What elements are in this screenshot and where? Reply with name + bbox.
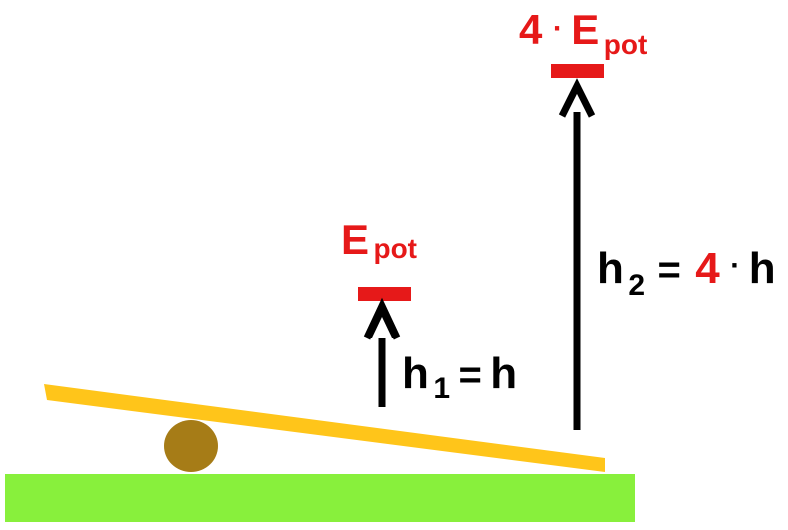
- height-value: h: [490, 349, 517, 398]
- energy-symbol: E: [571, 6, 599, 53]
- ground: [5, 474, 635, 522]
- height-symbol: h: [597, 244, 624, 293]
- energy-factor: 4: [519, 6, 543, 53]
- level-marker-low: [358, 287, 411, 301]
- height-subscript: 2: [628, 269, 645, 302]
- fulcrum-ball: [164, 420, 218, 472]
- height-subscript: 1: [433, 372, 450, 405]
- height-value: h: [749, 244, 776, 293]
- energy-subscript: pot: [604, 29, 648, 60]
- energy-symbol: E: [341, 216, 369, 263]
- arrow-height-high: [558, 78, 596, 430]
- height-label-high: h 2 = 4 · h: [597, 244, 776, 302]
- equals-sign: =: [458, 353, 481, 397]
- level-marker-high: [551, 64, 604, 78]
- multiply-dot: ·: [730, 249, 740, 282]
- seesaw-plank: [44, 384, 605, 472]
- equals-sign: =: [657, 248, 680, 292]
- arrow-height-low: [363, 297, 401, 407]
- height-symbol: h: [402, 349, 429, 398]
- energy-label-low: E pot: [341, 216, 417, 264]
- multiply-dot: ·: [553, 12, 563, 45]
- energy-subscript: pot: [373, 233, 417, 264]
- height-factor: 4: [695, 244, 720, 293]
- height-label-low: h 1 = h: [402, 349, 517, 405]
- energy-label-high: 4 · E pot: [519, 6, 647, 60]
